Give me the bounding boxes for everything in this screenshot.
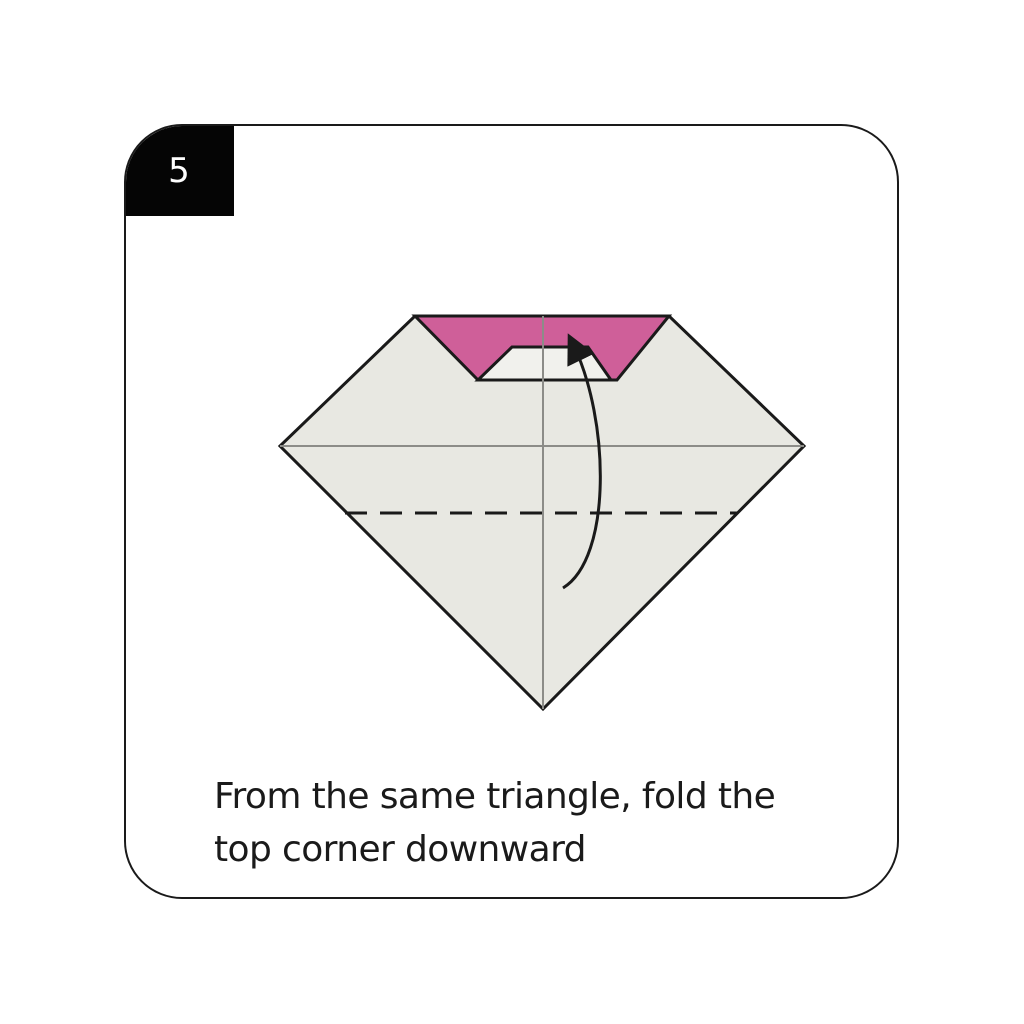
step-number: 5 — [168, 151, 190, 191]
instruction-line-1: From the same triangle, fold the — [214, 776, 776, 817]
instruction-text: From the same triangle, fold the top cor… — [214, 770, 854, 876]
step-number-badge: 5 — [126, 126, 234, 216]
instruction-line-2: top corner downward — [214, 829, 587, 870]
